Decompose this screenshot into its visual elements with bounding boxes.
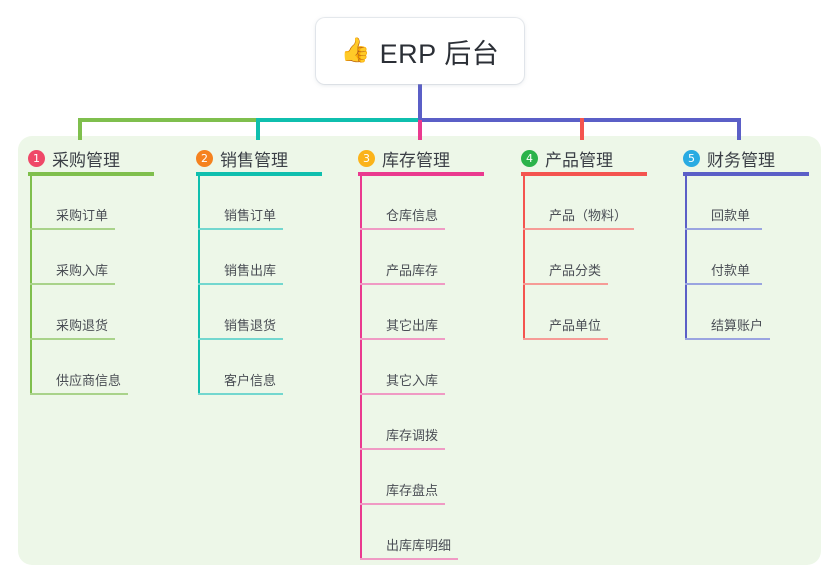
- leaf-item-label: 其它入库: [386, 373, 439, 388]
- branch-spine: [523, 174, 525, 340]
- branch-header-产品管理[interactable]: 4 产品管理: [521, 146, 613, 171]
- leaf-item-label: 产品（物料）: [549, 208, 628, 223]
- root-node[interactable]: 👍 ERP 后台: [316, 18, 524, 84]
- leaf-item[interactable]: 供应商信息: [30, 361, 158, 395]
- leaf-item-label: 库存盘点: [386, 483, 439, 498]
- leaf-item-label: 采购入库: [56, 263, 109, 278]
- leaf-item-underline: [360, 503, 445, 505]
- leaf-item[interactable]: 库存盘点: [360, 471, 475, 505]
- leaf-item-label: 销售订单: [224, 208, 277, 223]
- leaf-item-underline: [30, 393, 128, 395]
- leaf-item-label: 销售出库: [224, 263, 277, 278]
- leaf-item-underline: [360, 448, 445, 450]
- leaf-item-underline: [360, 228, 445, 230]
- leaf-item-label: 产品单位: [549, 318, 602, 333]
- branch-number-badge: 1: [28, 150, 45, 167]
- leaf-item-label: 产品分类: [549, 263, 602, 278]
- diagram-panel: [18, 136, 821, 565]
- branch-number-badge: 4: [521, 150, 538, 167]
- branch-title: 财务管理: [707, 151, 775, 170]
- leaf-item[interactable]: 产品单位: [523, 306, 638, 340]
- branch-underline: [683, 172, 809, 176]
- branch-header-采购管理[interactable]: 1 采购管理: [28, 146, 120, 171]
- root-connector-stem: [418, 84, 422, 120]
- leaf-item[interactable]: 库存调拨: [360, 416, 475, 450]
- leaf-item[interactable]: 销售退货: [198, 306, 313, 340]
- leaf-item-underline: [198, 338, 283, 340]
- branch-title: 采购管理: [52, 151, 120, 170]
- leaf-item[interactable]: 销售出库: [198, 251, 313, 285]
- leaf-item[interactable]: 采购入库: [30, 251, 145, 285]
- leaf-item-label: 付款单: [711, 263, 751, 278]
- leaf-item-label: 回款单: [711, 208, 751, 223]
- bus-drop-5: [737, 118, 741, 140]
- leaf-item[interactable]: 仓库信息: [360, 196, 475, 230]
- branch-underline: [196, 172, 322, 176]
- leaf-item-label: 库存调拨: [386, 428, 439, 443]
- leaf-item[interactable]: 付款单: [685, 251, 792, 285]
- leaf-item-label: 其它出库: [386, 318, 439, 333]
- bus-drop-4: [580, 118, 584, 140]
- branch-spine: [685, 174, 687, 340]
- leaf-item[interactable]: 销售订单: [198, 196, 313, 230]
- leaf-item[interactable]: 出库库明细: [360, 526, 488, 560]
- branch-underline: [521, 172, 647, 176]
- leaf-item-underline: [198, 393, 283, 395]
- leaf-item-underline: [360, 283, 445, 285]
- bus-drop-2: [256, 118, 260, 140]
- bus-segment-2: [258, 118, 420, 122]
- branch-header-销售管理[interactable]: 2 销售管理: [196, 146, 288, 171]
- leaf-item[interactable]: 产品库存: [360, 251, 475, 285]
- leaf-item[interactable]: 其它入库: [360, 361, 475, 395]
- leaf-item-underline: [198, 283, 283, 285]
- branch-header-库存管理[interactable]: 3 库存管理: [358, 146, 450, 171]
- leaf-item-underline: [360, 558, 458, 560]
- leaf-item[interactable]: 其它出库: [360, 306, 475, 340]
- branch-title: 产品管理: [545, 151, 613, 170]
- leaf-item-underline: [523, 283, 608, 285]
- bus-segment-1: [78, 118, 258, 122]
- thumbs-up-icon: 👍: [340, 37, 371, 64]
- leaf-item-label: 仓库信息: [386, 208, 439, 223]
- root-node-label: ERP 后台: [379, 38, 500, 69]
- branch-title: 销售管理: [220, 151, 288, 170]
- branch-title: 库存管理: [382, 151, 450, 170]
- leaf-item-label: 采购退货: [56, 318, 109, 333]
- branch-spine: [360, 174, 362, 560]
- leaf-item-label: 产品库存: [386, 263, 439, 278]
- leaf-item-underline: [198, 228, 283, 230]
- leaf-item[interactable]: 产品分类: [523, 251, 638, 285]
- bus-drop-3: [418, 118, 422, 140]
- leaf-item[interactable]: 客户信息: [198, 361, 313, 395]
- leaf-item-underline: [523, 338, 608, 340]
- branch-number-badge: 2: [196, 150, 213, 167]
- leaf-item-label: 出库库明细: [386, 538, 452, 553]
- leaf-item[interactable]: 采购订单: [30, 196, 145, 230]
- branch-number-badge: 5: [683, 150, 700, 167]
- leaf-item-label: 销售退货: [224, 318, 277, 333]
- leaf-item-underline: [30, 338, 115, 340]
- leaf-item-label: 采购订单: [56, 208, 109, 223]
- leaf-item-underline: [360, 338, 445, 340]
- branch-number-badge: 3: [358, 150, 375, 167]
- leaf-item-underline: [685, 338, 770, 340]
- leaf-item[interactable]: 采购退货: [30, 306, 145, 340]
- leaf-item-underline: [360, 393, 445, 395]
- leaf-item-label: 供应商信息: [56, 373, 122, 388]
- branch-header-财务管理[interactable]: 5 财务管理: [683, 146, 775, 171]
- leaf-item[interactable]: 回款单: [685, 196, 792, 230]
- leaf-item-underline: [523, 228, 634, 230]
- leaf-item-underline: [685, 283, 762, 285]
- leaf-item-label: 客户信息: [224, 373, 277, 388]
- bus-drop-1: [78, 118, 82, 140]
- leaf-item-underline: [685, 228, 762, 230]
- leaf-item-underline: [30, 283, 115, 285]
- leaf-item[interactable]: 产品（物料）: [523, 196, 664, 230]
- branch-underline: [358, 172, 484, 176]
- leaf-item-label: 结算账户: [711, 318, 764, 333]
- branch-underline: [28, 172, 154, 176]
- leaf-item[interactable]: 结算账户: [685, 306, 800, 340]
- leaf-item-underline: [30, 228, 115, 230]
